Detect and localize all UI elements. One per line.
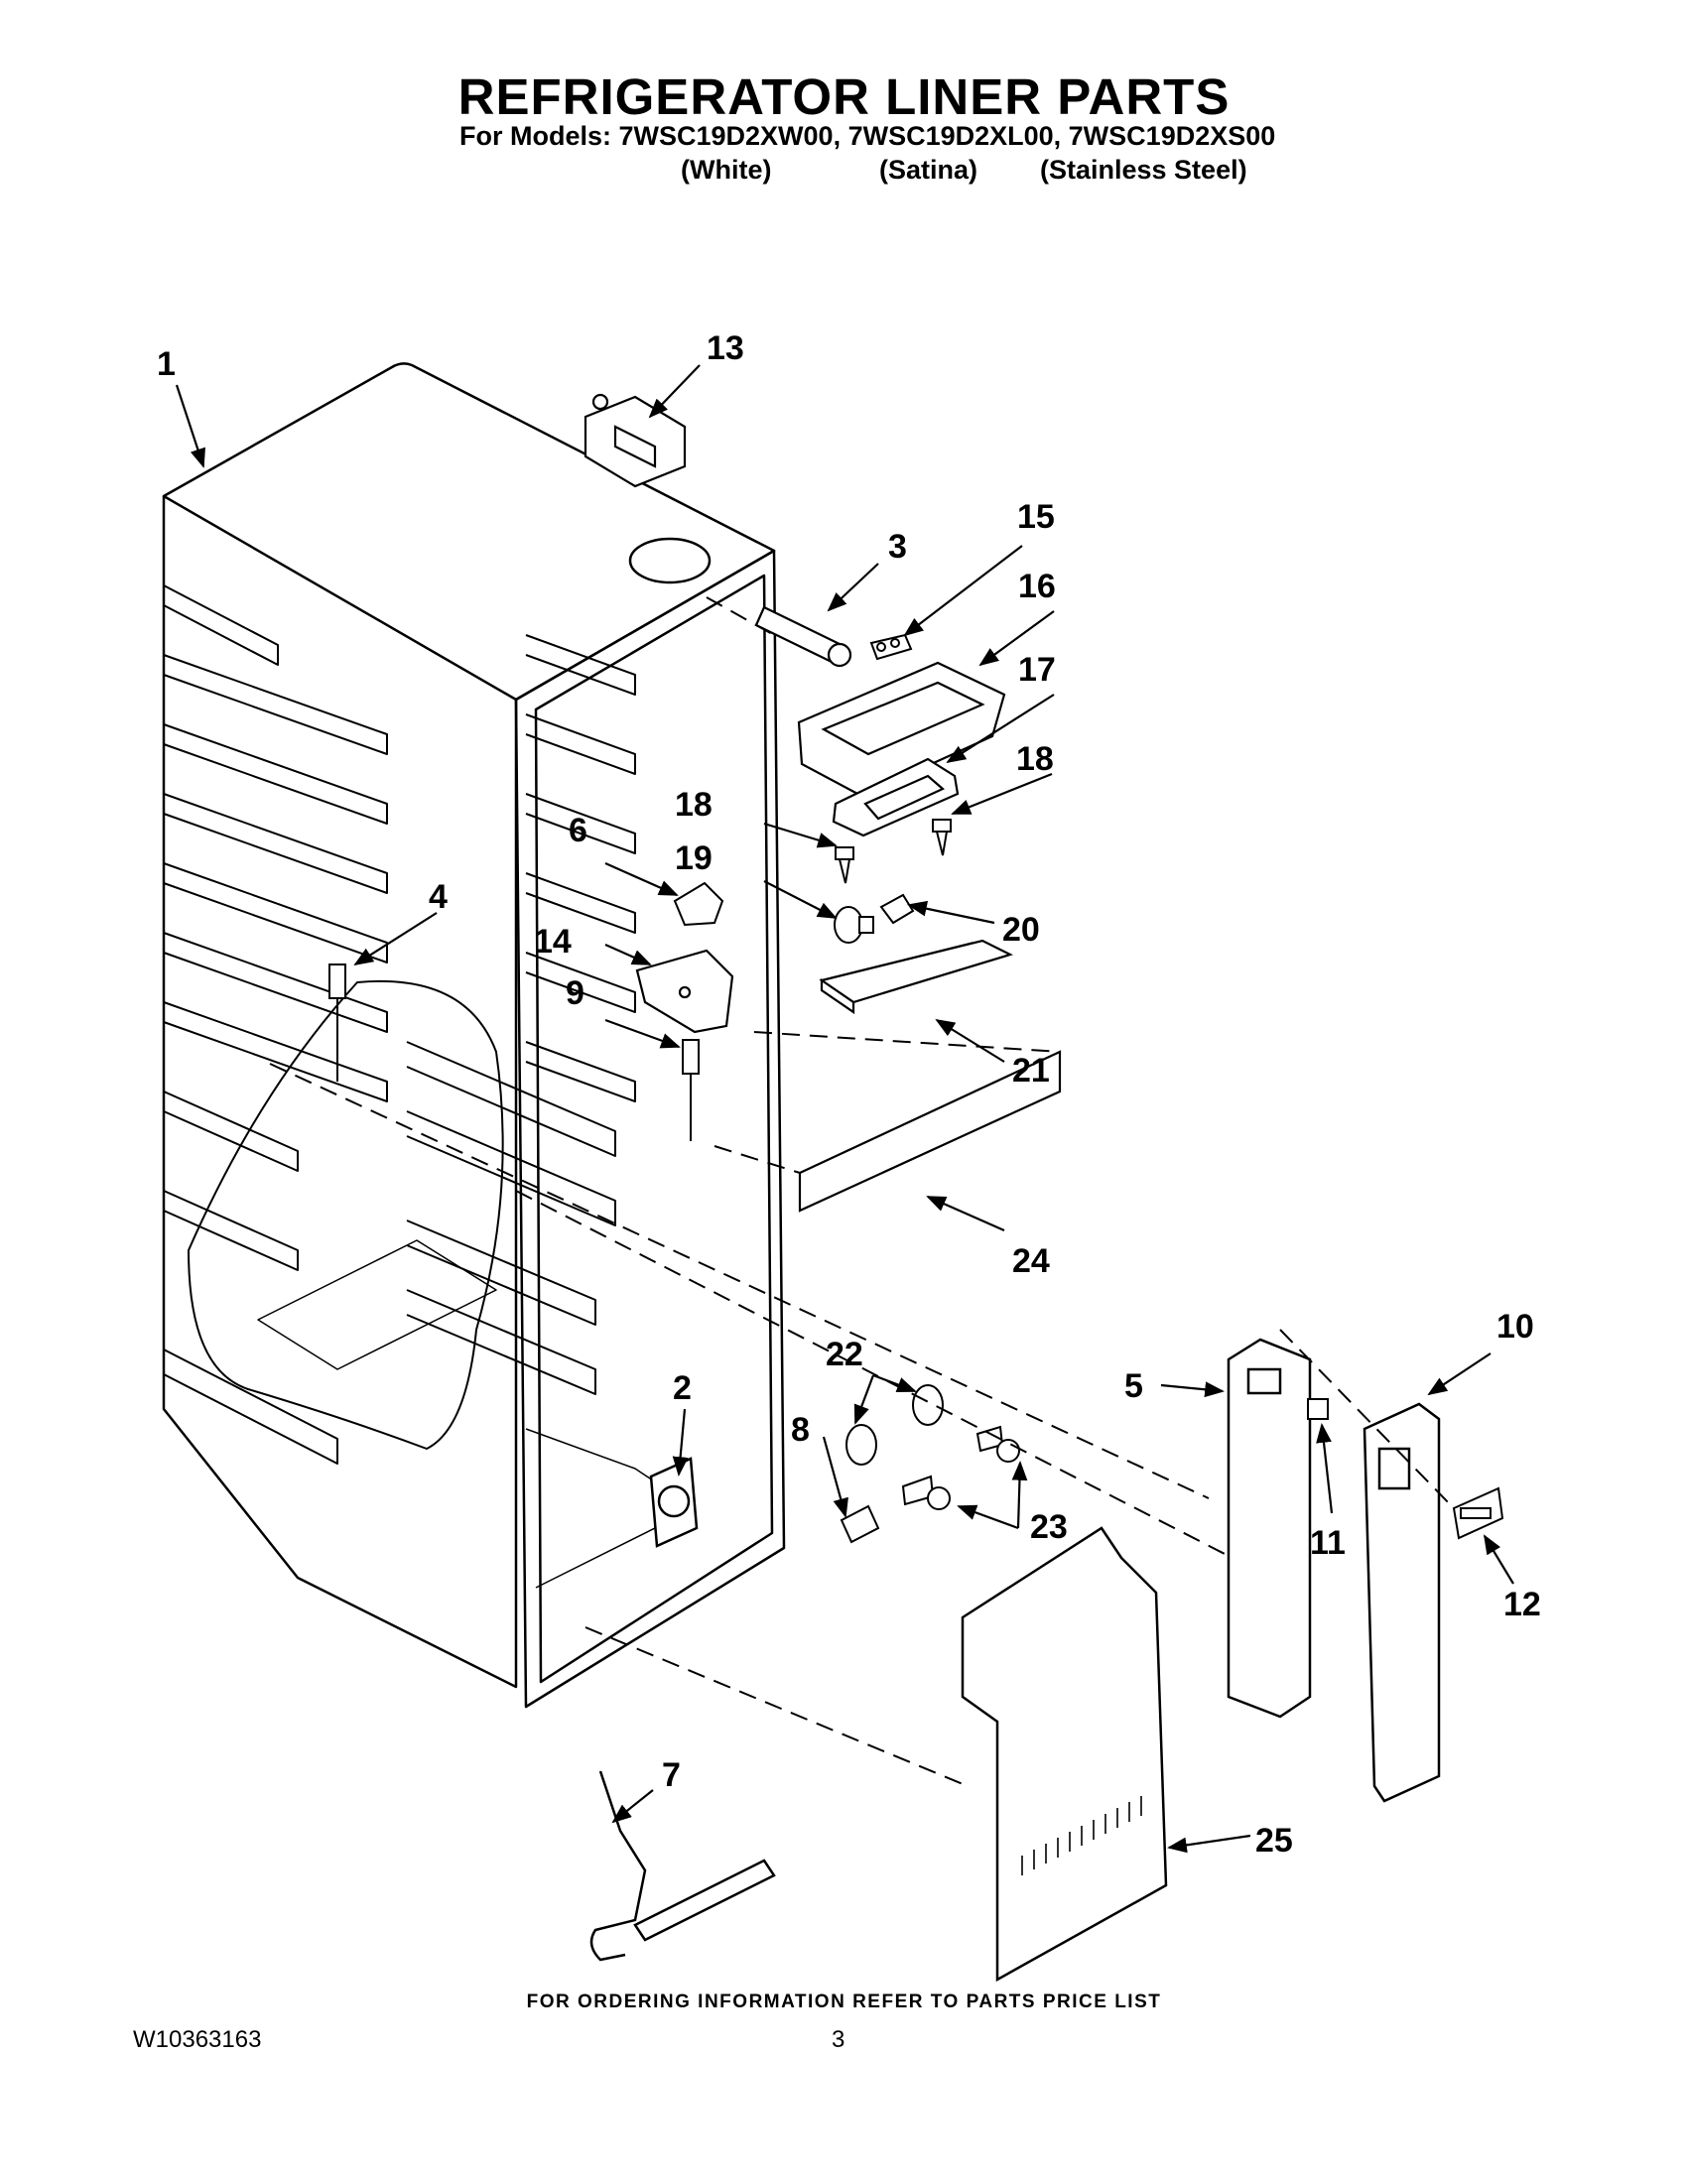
callout-7: 7 [662, 1756, 681, 1794]
callout-1: 1 [157, 345, 176, 383]
part-21-cover [819, 939, 1013, 1015]
part-5-panel [1227, 1338, 1312, 1719]
variant-satina: (Satina) [879, 155, 978, 185]
callout-12: 12 [1503, 1586, 1541, 1623]
refrigerator-liner [162, 362, 786, 1709]
document-number: W10363163 [133, 2026, 262, 2053]
callout-18-right: 18 [1016, 740, 1054, 778]
part-10-panel [1363, 1402, 1441, 1803]
callout-17: 17 [1018, 651, 1056, 689]
part-13-bracket [584, 393, 687, 488]
part-9-sensor [682, 1039, 700, 1141]
part-7-heater [589, 1770, 776, 1962]
callout-19: 19 [675, 839, 713, 877]
callout-8: 8 [791, 1411, 810, 1449]
part-19-bulb [834, 906, 874, 944]
callout-16: 16 [1018, 568, 1056, 605]
part-2-fan [649, 1457, 699, 1548]
callout-18-left: 18 [675, 786, 713, 824]
callout-9: 9 [566, 974, 584, 1012]
part-8-bushing [840, 1504, 880, 1544]
callout-3: 3 [888, 528, 907, 566]
callout-10: 10 [1496, 1308, 1534, 1346]
models-line: For Models: 7WSC19D2XW00, 7WSC19D2XL00, … [459, 121, 1276, 151]
callout-24: 24 [1012, 1242, 1050, 1280]
part-23-plug [901, 1425, 1020, 1510]
variant-white: (White) [681, 155, 772, 185]
part-25-cover [961, 1526, 1168, 1983]
callout-15: 15 [1017, 498, 1055, 536]
page-number: 3 [832, 2026, 845, 2053]
callout-20: 20 [1002, 911, 1040, 949]
callout-11: 11 [1310, 1524, 1346, 1562]
ordering-note: FOR ORDERING INFORMATION REFER TO PARTS … [526, 1991, 1162, 2012]
callout-2: 2 [673, 1369, 692, 1407]
callout-5: 5 [1124, 1367, 1143, 1405]
part-11-clip [1307, 1398, 1329, 1420]
part-14-mount [635, 949, 734, 1034]
part-3-tube [754, 605, 852, 668]
part-16-light-housing [797, 661, 1006, 798]
part-15-connector [869, 633, 913, 661]
callout-25: 25 [1255, 1822, 1293, 1860]
part-12-panel [1452, 1486, 1504, 1540]
part-20-socket [879, 893, 915, 925]
callout-23: 23 [1030, 1508, 1068, 1546]
callout-14: 14 [534, 923, 572, 961]
part-6-clip [673, 881, 724, 927]
page-title: REFRIGERATOR LINER PARTS [457, 68, 1231, 125]
part-17-lens [832, 757, 960, 837]
part-22-cap [845, 1384, 944, 1466]
callout-4: 4 [429, 878, 448, 916]
part-18-screw [835, 819, 952, 884]
callout-22: 22 [826, 1336, 863, 1373]
part-4-sensor [328, 964, 346, 1082]
variant-stainless: (Stainless Steel) [1040, 155, 1247, 185]
callout-21: 21 [1012, 1052, 1050, 1090]
callout-13: 13 [707, 329, 744, 367]
callout-6: 6 [569, 812, 587, 849]
part-24-panel [798, 1050, 1062, 1213]
